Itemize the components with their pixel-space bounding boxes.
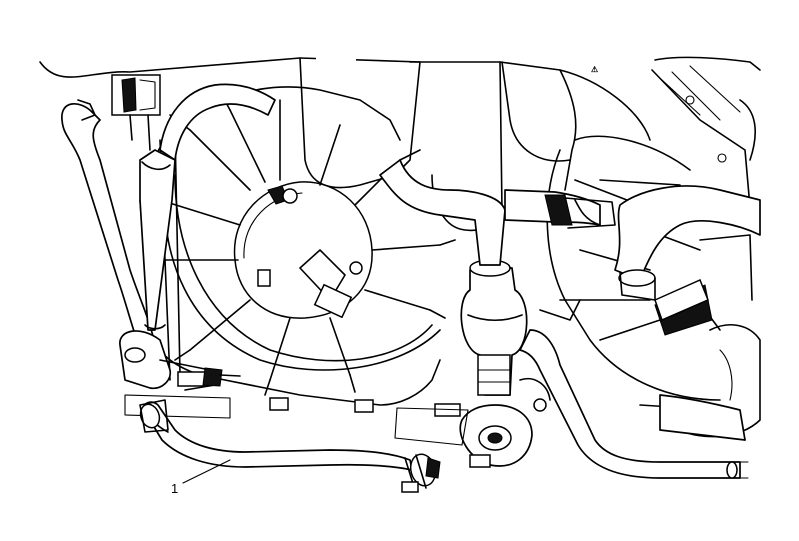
callout-1-leader: 1 (171, 459, 231, 496)
callout-1-label: 1 (171, 481, 178, 496)
right-fan-assembly (539, 135, 746, 441)
engine-block-right (651, 56, 761, 438)
svg-text:⚠: ⚠ (591, 65, 598, 74)
radiator-hoses-upper (379, 159, 761, 301)
removed-hose-outline (124, 394, 469, 446)
warning-label-icon: ⚠ (591, 65, 598, 74)
left-fan-assembly (139, 86, 456, 413)
right-lower-hoses (519, 329, 749, 479)
auxiliary-pump-left (119, 330, 241, 391)
left-hoses (61, 74, 276, 351)
coolant-hose (139, 399, 441, 493)
coolant-pump-assembly (434, 259, 551, 468)
